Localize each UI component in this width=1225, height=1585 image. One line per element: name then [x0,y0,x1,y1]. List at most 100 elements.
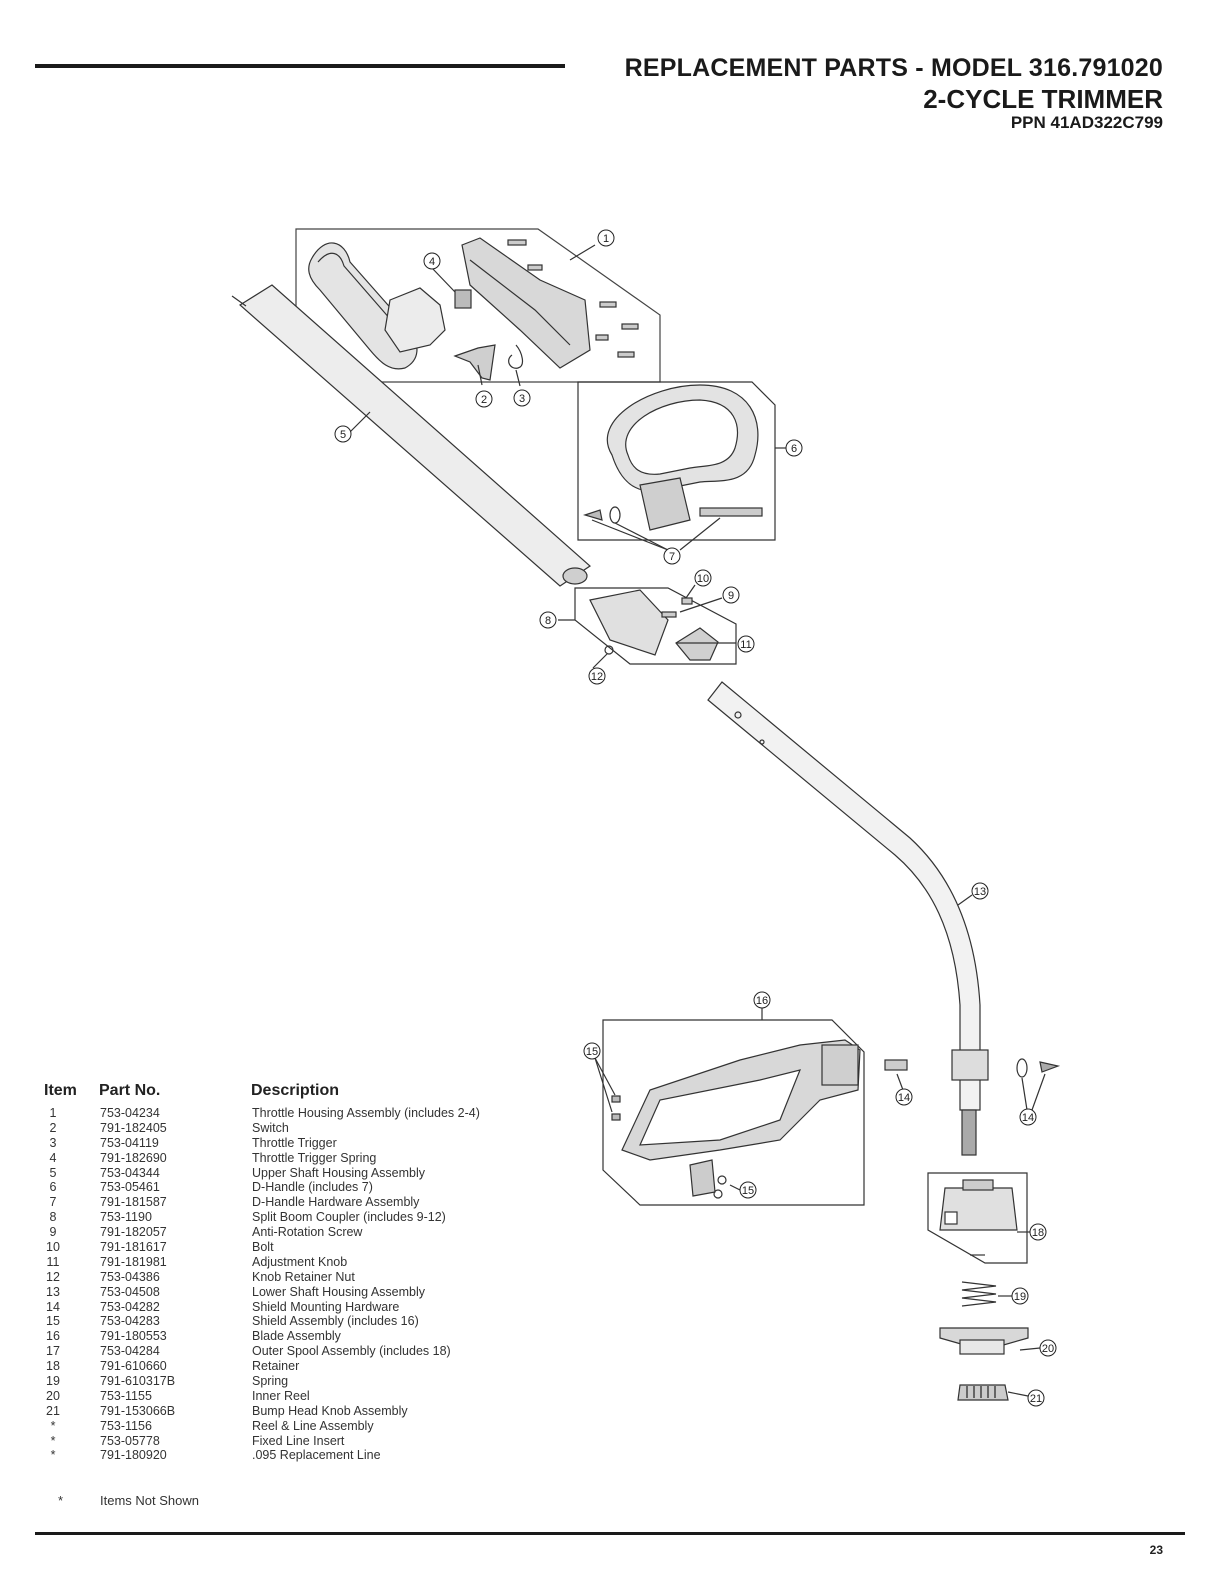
part-description: Anti-Rotation Screw [252,1225,363,1240]
callout-14a: 14 [895,1088,913,1106]
item-number: * [50,1448,56,1463]
svg-text:6: 6 [791,443,797,455]
page-number: 23 [1149,1543,1163,1557]
part-number: 753-04344 [100,1165,160,1180]
svg-text:7: 7 [669,551,675,563]
page-title: REPLACEMENT PARTS - MODEL 316.791020 [624,54,1163,82]
part-number: 753-05461 [100,1180,160,1195]
part-description: Reel & Line Assembly [252,1418,374,1433]
shield-box [602,1019,865,1206]
item-number: 10 [46,1240,60,1255]
part-number: 791-182057 [100,1225,167,1240]
bump-knob [957,1384,1009,1401]
item-number: 9 [49,1225,57,1240]
part-description: Switch [252,1120,289,1135]
part-number: 791-180553 [100,1329,167,1344]
callout-7: 7 [663,547,681,565]
svg-text:13: 13 [974,886,986,898]
callout-15a: 15 [583,1042,601,1060]
callout-15b: 15 [739,1181,757,1199]
svg-text:1: 1 [603,233,609,245]
item-number: 13 [46,1284,60,1299]
retainer-box [927,1172,1028,1264]
item-number: 6 [49,1180,57,1195]
part-number: 753-04284 [100,1344,160,1359]
part-description: Outer Spool Assembly (includes 18) [252,1344,451,1359]
callout-13: 13 [971,882,989,900]
part-description: Split Boom Coupler (includes 9-12) [252,1210,446,1225]
svg-text:11: 11 [740,639,751,651]
item-number: 8 [49,1210,57,1225]
part-description: Bolt [252,1240,274,1255]
callout-4: 4 [423,252,441,270]
part-description: Blade Assembly [252,1329,341,1344]
part-number: 753-1156 [100,1418,152,1433]
item-number: 17 [46,1344,60,1359]
col-header-description: Description [251,1082,340,1099]
part-number: 791-181617 [100,1240,167,1255]
item-number: * [50,1433,56,1448]
item-number: 16 [46,1329,60,1344]
svg-text:14: 14 [1022,1112,1034,1124]
part-description: Knob Retainer Nut [252,1269,355,1284]
item-number: * [50,1418,56,1433]
item-number: 18 [46,1359,60,1374]
svg-text:19: 19 [1014,1291,1026,1303]
part-description: Bump Head Knob Assembly [252,1403,408,1418]
part-number: 753-04119 [100,1135,159,1150]
svg-text:15: 15 [742,1185,754,1197]
part-description: Adjustment Knob [252,1254,348,1269]
part-number: 753-04386 [100,1269,160,1284]
part-description: Shield Mounting Hardware [252,1299,400,1314]
product-name: 2-CYCLE TRIMMER [923,84,1163,114]
callout-2: 2 [475,390,493,408]
part-number: 791-153066B [100,1403,176,1418]
svg-text:4: 4 [429,256,435,268]
part-number: 791-180920 [100,1448,167,1463]
part-description: Throttle Trigger [252,1135,337,1150]
item-number: 15 [46,1314,60,1329]
callout-8: 8 [539,611,557,629]
note-text: Items Not Shown [100,1493,199,1508]
item-number: 19 [46,1374,60,1389]
callout-11: 11 [737,635,755,653]
col-header-item: Item [44,1082,77,1099]
part-description: .095 Replacement Line [252,1448,381,1463]
svg-text:10: 10 [697,573,709,585]
item-number: 4 [49,1150,57,1165]
part-number: 791-181981 [100,1254,167,1269]
part-description: Fixed Line Insert [252,1433,345,1448]
callout-5: 5 [334,425,352,443]
d-handle-box [577,381,776,541]
svg-text:21: 21 [1030,1393,1042,1405]
part-description: Shield Assembly (includes 16) [252,1314,419,1329]
item-number: 14 [46,1299,60,1314]
part-description: D-Handle Hardware Assembly [252,1195,420,1210]
callout-1: 1 [597,229,615,247]
footer-rule [35,1532,1185,1535]
item-number: 20 [46,1388,60,1403]
svg-text:3: 3 [519,393,525,405]
part-number: 791-610660 [100,1359,167,1374]
part-description: Lower Shaft Housing Assembly [252,1284,426,1299]
callout-3: 3 [513,389,531,407]
item-number: 21 [46,1403,60,1418]
part-description: Throttle Housing Assembly (includes 2-4) [252,1106,480,1120]
svg-text:18: 18 [1032,1227,1044,1239]
part-number: 753-04282 [100,1299,160,1314]
part-number: 791-182405 [100,1120,167,1135]
part-description: Inner Reel [252,1388,310,1403]
callout-9: 9 [722,586,740,604]
part-description: Throttle Trigger Spring [252,1150,377,1165]
svg-text:9: 9 [728,590,734,602]
part-description: Retainer [252,1359,300,1374]
svg-text:14: 14 [898,1092,910,1104]
item-number: 1 [49,1106,57,1120]
callout-20: 20 [1039,1339,1057,1357]
spring [961,1281,997,1307]
part-description: Spring [252,1374,289,1389]
callout-12: 12 [588,667,606,685]
svg-text:8: 8 [545,615,551,627]
item-number: 11 [46,1254,60,1269]
